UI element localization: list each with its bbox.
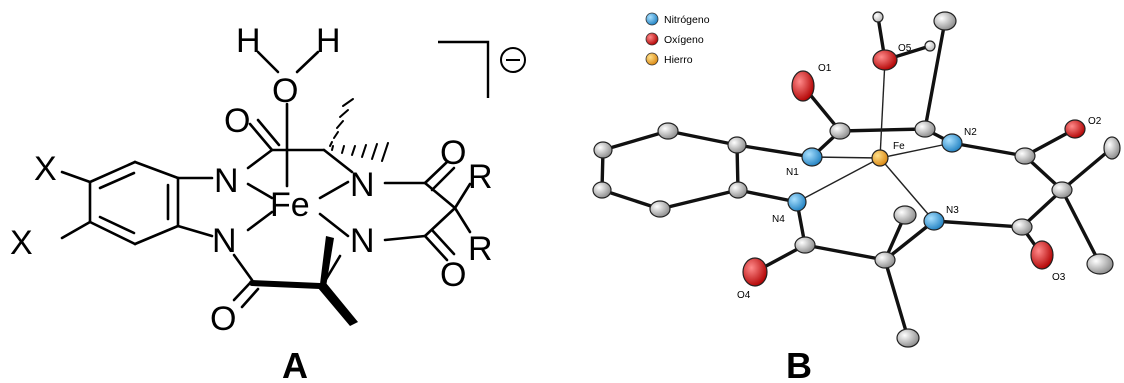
label-n3: N3 <box>946 205 959 216</box>
label-o3: O3 <box>1052 272 1066 283</box>
hashed-wedge-right <box>331 142 389 162</box>
panel-b-atoms <box>592 11 1121 348</box>
hydrogen-atom <box>924 40 936 52</box>
iron-atom <box>871 149 889 167</box>
carbon-atom <box>1086 253 1114 275</box>
nitrogen-atom-n2 <box>941 133 963 153</box>
legend-swatch-oxygen <box>645 32 659 46</box>
panel-a-label: A <box>282 345 308 383</box>
atom-o-water: O <box>272 72 298 110</box>
nitrogen-atom-n4 <box>787 192 807 212</box>
solid-wedge-up <box>320 236 334 287</box>
label-fe: Fe <box>893 141 905 152</box>
atom-fe: Fe <box>270 186 310 224</box>
carbon-atom <box>728 181 748 199</box>
atom-o-carbonyl-bottom: O <box>210 300 236 338</box>
carbon-atom <box>896 328 920 348</box>
atom-r-bottom: R <box>468 230 493 268</box>
panel-a-labels: H H O O O O O Fe N N N N X X R R <box>10 22 493 338</box>
nitrogen-atom-n1 <box>801 147 823 167</box>
carbon-atom <box>829 122 851 140</box>
carbon-atom <box>914 120 936 138</box>
label-n4: N4 <box>772 214 785 225</box>
panel-b-fe-bonds <box>796 59 953 222</box>
label-o2: O2 <box>1088 116 1102 127</box>
oxygen-atom-o1 <box>791 70 815 102</box>
legend-swatch-nitrogen <box>645 12 659 26</box>
atom-x-top: X <box>34 150 57 188</box>
legend-swatch-iron <box>645 52 659 66</box>
label-o4: O4 <box>737 290 751 301</box>
carbon-atom <box>1051 181 1073 199</box>
atom-n-bottom-right: N <box>350 222 375 260</box>
atom-n-top-left: N <box>214 162 239 200</box>
legend-label-iron: Hierro <box>664 54 693 66</box>
label-o5: O5 <box>898 43 912 54</box>
charge-bracket <box>438 40 490 98</box>
hydrogen-atom <box>872 11 884 23</box>
carbon-atom <box>874 251 896 269</box>
carbon-atom <box>1014 147 1036 165</box>
carbon-atom <box>727 136 747 154</box>
label-n2: N2 <box>964 127 977 138</box>
carbon-atom <box>794 236 816 254</box>
oxygen-atom-o2 <box>1064 119 1086 139</box>
atom-x-bottom: X <box>10 224 33 262</box>
label-n1: N1 <box>786 167 799 178</box>
carbon-atom <box>893 205 917 225</box>
hashed-wedge-up <box>329 98 354 147</box>
atom-o-carbonyl-right-top: O <box>440 134 466 172</box>
panel-a-structure <box>60 50 472 309</box>
carbon-atom <box>592 181 612 199</box>
atom-o-carbonyl-top: O <box>224 102 250 140</box>
atom-n-bottom-left: N <box>212 222 237 260</box>
label-o1: O1 <box>818 63 832 74</box>
negative-charge-icon <box>500 47 526 73</box>
carbon-atom <box>1011 218 1033 236</box>
atom-o-carbonyl-right-bottom: O <box>440 256 466 294</box>
carbon-atom <box>933 11 957 31</box>
carbon-atom <box>649 200 671 218</box>
panel-b-label: B <box>786 345 812 383</box>
carbon-atom <box>1103 136 1121 160</box>
legend: Nitrógeno Oxígeno Hierro <box>645 12 710 66</box>
legend-item-iron: Hierro <box>645 52 693 66</box>
atom-r-top: R <box>468 158 493 196</box>
atom-h-left: H <box>236 22 261 60</box>
legend-item-oxygen: Oxígeno <box>645 32 704 46</box>
atom-h-right: H <box>316 22 341 60</box>
solid-wedge-down <box>318 283 358 326</box>
carbon-atom <box>657 122 679 140</box>
nitrogen-atom-n3 <box>923 211 945 231</box>
oxygen-atom-o3 <box>1030 240 1054 270</box>
oxygen-atom-o4 <box>742 257 768 287</box>
legend-label-oxygen: Oxígeno <box>664 34 704 46</box>
atom-n-top-right: N <box>350 166 375 204</box>
legend-item-nitrogen: Nitrógeno <box>645 12 710 26</box>
benzene-ring <box>88 160 180 246</box>
oxygen-atom-o5 <box>872 49 898 71</box>
panel-b-labels: O1 O2 O3 O4 O5 N1 N2 N3 N4 Fe <box>737 43 1102 301</box>
legend-label-nitrogen: Nitrógeno <box>664 14 710 26</box>
carbon-atom <box>593 141 613 159</box>
